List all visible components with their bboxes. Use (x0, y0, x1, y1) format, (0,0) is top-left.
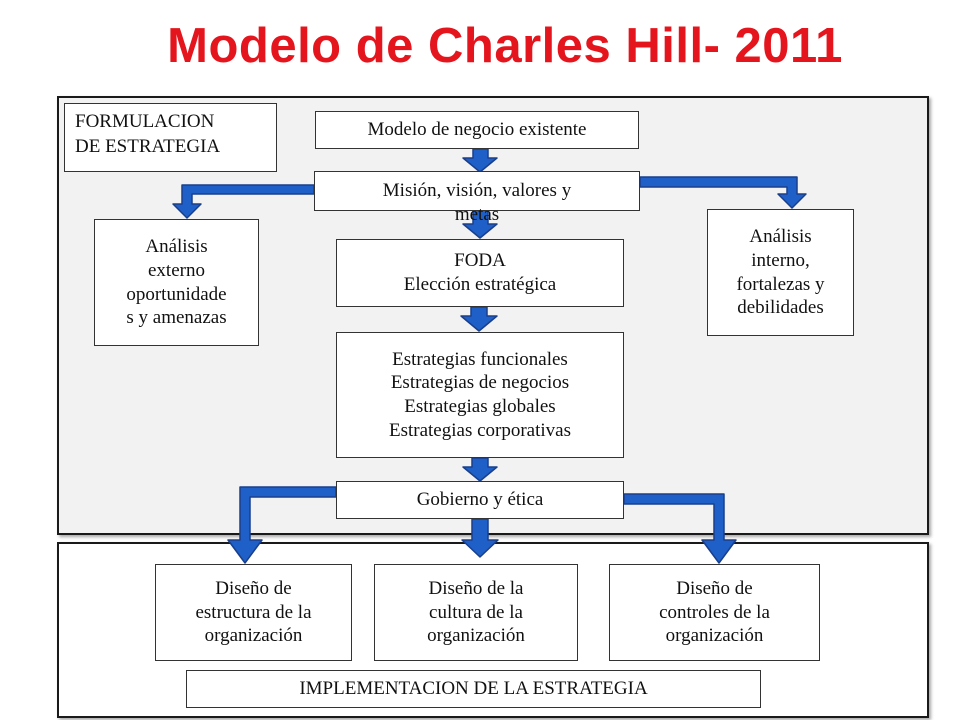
strategies-box: Estrategias funcionales Estrategias de n… (336, 332, 624, 458)
existing-business-model-box: Modelo de negocio existente (315, 111, 639, 149)
governance-ethics-box: Gobierno y ética (336, 481, 624, 519)
controls-design-box: Diseño de controles de la organización (609, 564, 820, 661)
structure-design-box: Diseño de estructura de la organización (155, 564, 352, 661)
external-analysis-box: Análisis externo oportunidade s y amenaz… (94, 219, 259, 346)
culture-design-box: Diseño de la cultura de la organización (374, 564, 578, 661)
mission-vision-text: Misión, visión, valores y metas (382, 180, 572, 225)
internal-analysis-box: Análisis interno, fortalezas y debilidad… (707, 209, 854, 336)
mission-vision-box: Misión, visión, valores y metas (314, 171, 640, 225)
swot-box: FODA Elección estratégica (336, 239, 624, 307)
page-title: Modelo de Charles Hill- 2011 (167, 19, 843, 73)
implementation-label: IMPLEMENTACION DE LA ESTRATEGIA (186, 670, 761, 708)
formulation-label: FORMULACION DE ESTRATEGIA (64, 103, 277, 172)
